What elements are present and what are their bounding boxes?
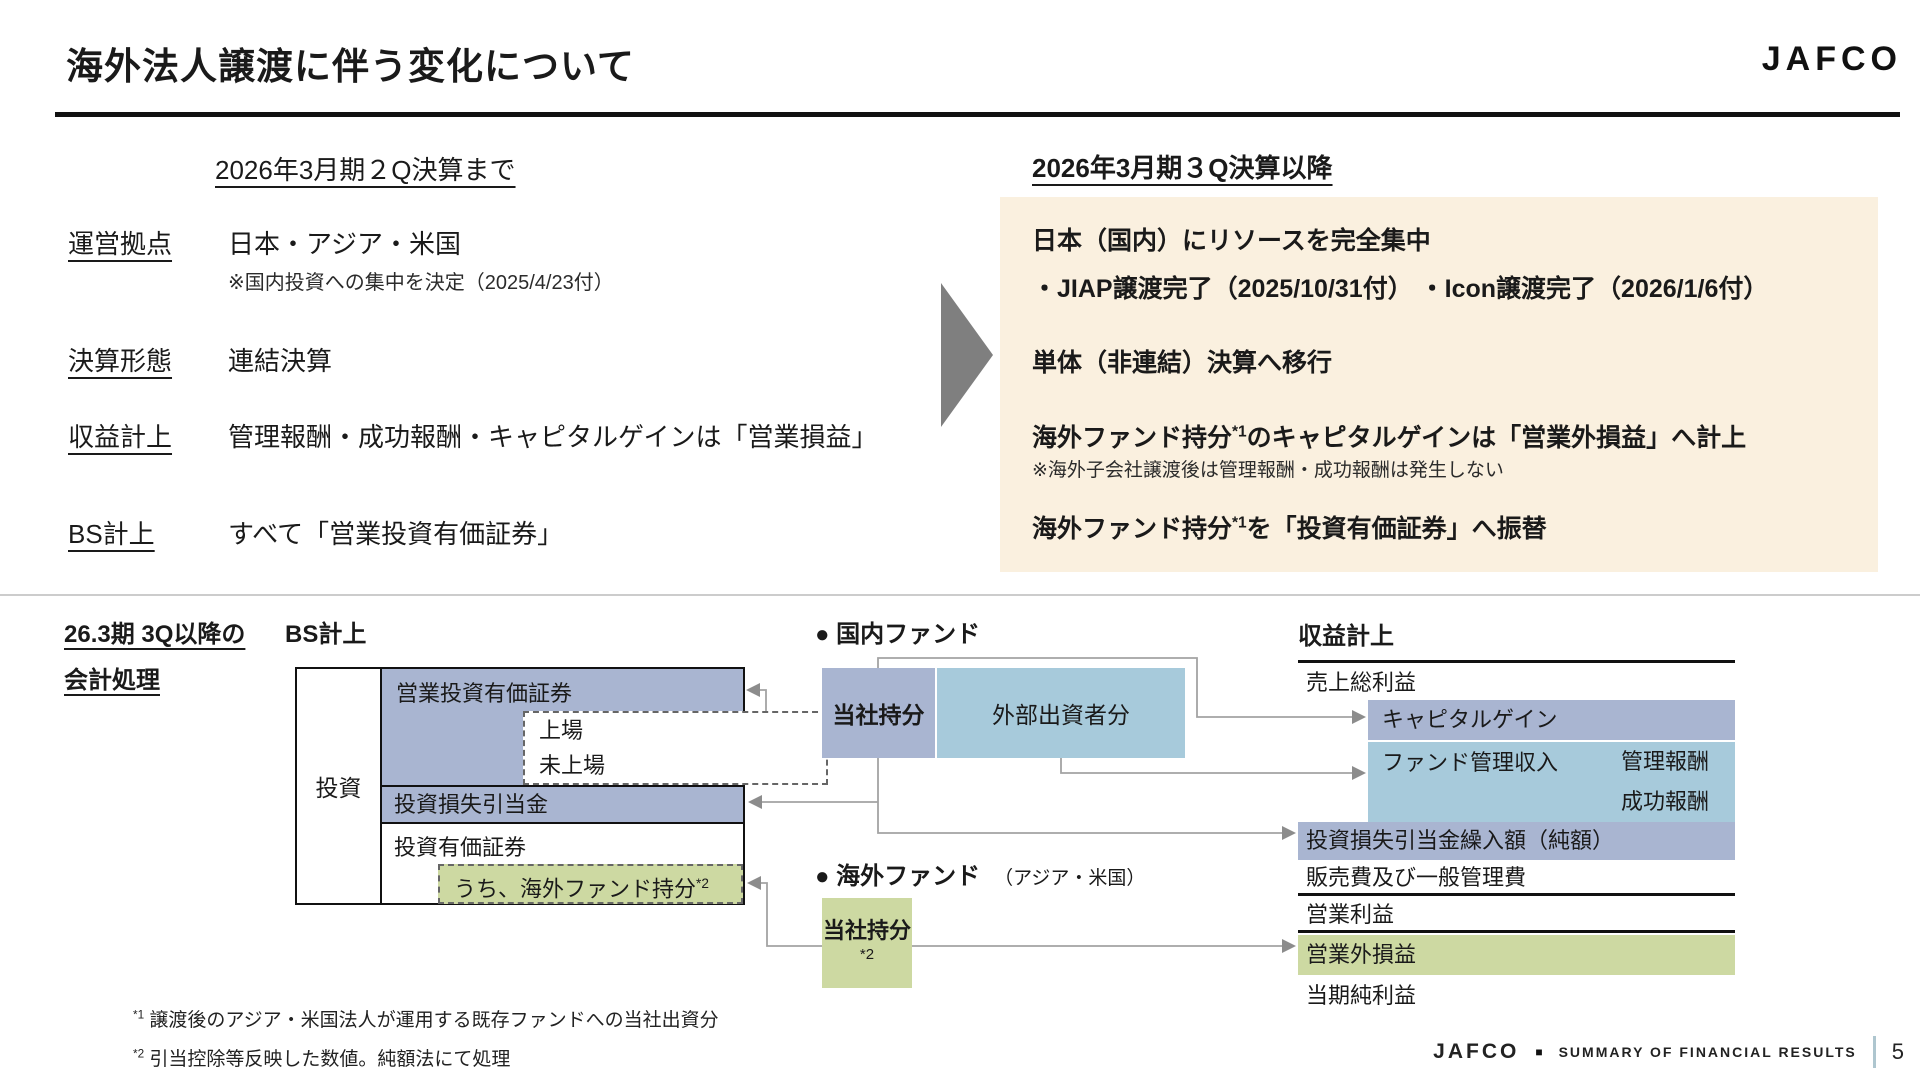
bs-unlisted-label: 未上場 — [539, 753, 606, 778]
footnote-ref-1: *1 — [1232, 423, 1247, 441]
after-note-fees: ※海外子会社譲渡後は管理報酬・成功報酬は発生しない — [1032, 460, 1504, 481]
footnote-2: *2 引当控除等反映した数値。純額法にて処理 — [133, 1044, 510, 1071]
title-rule — [55, 112, 1900, 117]
row-value-accounting-form: 連結決算 — [228, 346, 333, 376]
after-line-reclass-text: 海外ファンド持分 — [1032, 515, 1233, 543]
footnote-2-marker: *2 — [133, 1047, 145, 1061]
row-label-revenue-recognition: 収益計上 — [68, 422, 173, 452]
before-column-heading: 2026年3月期２Q決算まで — [215, 155, 516, 185]
overseas-fund-heading-note: （アジア・米国） — [994, 868, 1146, 889]
footnote-ref-1b: *1 — [1232, 514, 1247, 532]
bs-heading: BS計上 — [285, 621, 367, 648]
section-divider — [0, 594, 1920, 596]
after-line-capital-gain-text: 海外ファンド持分 — [1032, 424, 1233, 452]
footer: JAFCO ■ SUMMARY OF FINANCIAL RESULTS 5 — [1433, 1032, 1910, 1072]
after-line-capital-gain-rest: のキャピタルゲインは「営業外損益」へ計上 — [1246, 424, 1747, 452]
pl-gross-profit: 売上総利益 — [1306, 670, 1417, 695]
overseas-our-share-box: 当社持分 *2 — [822, 898, 912, 988]
pl-non-operating: 営業外損益 — [1298, 935, 1735, 975]
overseas-our-share-label: 当社持分 — [822, 918, 911, 943]
bs-operating-securities-block: 営業投資有価証券 上場 未上場 — [382, 669, 828, 785]
pl-top-rule — [1298, 660, 1735, 663]
bs-investment-cell: 投資 — [297, 669, 382, 903]
overseas-fund-heading: ● 海外ファンド （アジア・米国） — [815, 856, 1145, 891]
row-label-accounting-form: 決算形態 — [68, 346, 173, 376]
domestic-fund-heading: ● 国内ファンド — [815, 621, 981, 648]
domestic-our-share-box: 当社持分 — [822, 668, 935, 758]
footnote-1: *1 譲渡後のアジア・米国法人が運用する既存ファンドへの当社出資分 — [133, 1005, 719, 1032]
row-label-bs-recognition: BS計上 — [68, 519, 155, 549]
section-label-accounting: 26.3期 3Q以降の 会計処理 — [64, 612, 245, 704]
jafco-logo: JAFCO — [1761, 40, 1902, 78]
footnote-1-text: 譲渡後のアジア・米国法人が運用する既存ファンドへの当社出資分 — [149, 1010, 719, 1031]
footnote-1-marker: *1 — [133, 1008, 145, 1022]
row-label-operating-base: 運営拠点 — [68, 229, 173, 259]
pl-fund-mgmt-income: ファンド管理収入 — [1382, 750, 1559, 775]
after-line-resources: 日本（国内）にリソースを完全集中 — [1032, 227, 1431, 255]
pl-heading: 収益計上 — [1298, 623, 1394, 650]
row-value-revenue-recognition: 管理報酬・成功報酬・キャピタルゲインは「営業損益」 — [228, 422, 878, 452]
transition-arrow-icon — [941, 283, 993, 427]
pl-loss-reserve-provision: 投資損失引当金繰入額（純額） — [1298, 822, 1735, 860]
pl-success-fee: 成功報酬 — [1620, 789, 1709, 814]
bs-overseas-share-label: うち、海外ファンド持分 — [454, 876, 697, 902]
footnote-ref-2: *2 — [696, 876, 709, 891]
pl-operating-profit: 営業利益 — [1298, 896, 1735, 933]
row-value-bs-recognition: すべて「営業投資有価証券」 — [228, 519, 564, 549]
pl-fund-mgmt-block: ファンド管理収入 管理報酬 成功報酬 — [1368, 742, 1735, 822]
footer-label: SUMMARY OF FINANCIAL RESULTS — [1558, 1044, 1857, 1060]
section-label-line2: 会計処理 — [64, 667, 160, 694]
bs-box: 投資 営業投資有価証券 上場 未上場 投資損失引当金 投資有価証券 うち、海外フ… — [295, 667, 828, 905]
footer-jafco-logo: JAFCO — [1433, 1040, 1520, 1063]
after-line-reclass: 海外ファンド持分*1を「投資有価証券」へ振替 — [1032, 509, 1547, 545]
bs-loss-reserve-row: 投資損失引当金 — [382, 785, 743, 824]
pl-table: 収益計上 売上総利益 キャピタルゲイン ファンド管理収入 管理報酬 成功報酬 投… — [1298, 616, 1735, 1016]
after-panel: 日本（国内）にリソースを完全集中 ・JIAP譲渡完了（2025/10/31付） … — [1000, 197, 1878, 572]
row-note-operating-base: ※国内投資への集中を決定（2025/4/23付） — [228, 272, 614, 294]
after-line-transfers: ・JIAP譲渡完了（2025/10/31付） ・Icon譲渡完了（2026/1/… — [1032, 275, 1769, 303]
pl-mgmt-fee: 管理報酬 — [1620, 749, 1709, 774]
bs-listed-label: 上場 — [539, 718, 584, 743]
footnote-2-text: 引当控除等反映した数値。純額法にて処理 — [149, 1049, 511, 1070]
overseas-our-share-footnote-ref: *2 — [859, 946, 875, 963]
after-line-standalone: 単体（非連結）決算へ移行 — [1032, 349, 1333, 377]
row-value-operating-base: 日本・アジア・米国 — [228, 229, 461, 259]
domestic-external-share-box: 外部出資者分 — [937, 668, 1185, 758]
after-column-heading: 2026年3月期３Q決算以降 — [1032, 153, 1333, 183]
bs-operating-securities-label: 営業投資有価証券 — [396, 681, 573, 706]
bs-overseas-share-row: うち、海外ファンド持分*2 — [438, 864, 743, 904]
pl-sga: 販売費及び一般管理費 — [1298, 860, 1735, 896]
overseas-fund-heading-text: ● 海外ファンド — [815, 863, 981, 890]
section-label-line1: 26.3期 3Q以降の — [64, 621, 246, 648]
pl-capital-gain: キャピタルゲイン — [1368, 700, 1735, 740]
page-title: 海外法人譲渡に伴う変化について — [66, 46, 635, 87]
footer-square-icon: ■ — [1535, 1045, 1543, 1059]
footer-divider-bar — [1872, 1036, 1876, 1068]
pl-fees: 管理報酬 成功報酬 — [1621, 742, 1709, 822]
pl-net-income: 当期純利益 — [1306, 983, 1417, 1008]
bs-listed-subbox: 上場 未上場 — [523, 711, 828, 785]
after-line-capital-gain: 海外ファンド持分*1のキャピタルゲインは「営業外損益」へ計上 — [1032, 418, 1746, 454]
page-number: 5 — [1891, 1039, 1904, 1064]
after-line-reclass-rest: を「投資有価証券」へ振替 — [1246, 515, 1547, 543]
